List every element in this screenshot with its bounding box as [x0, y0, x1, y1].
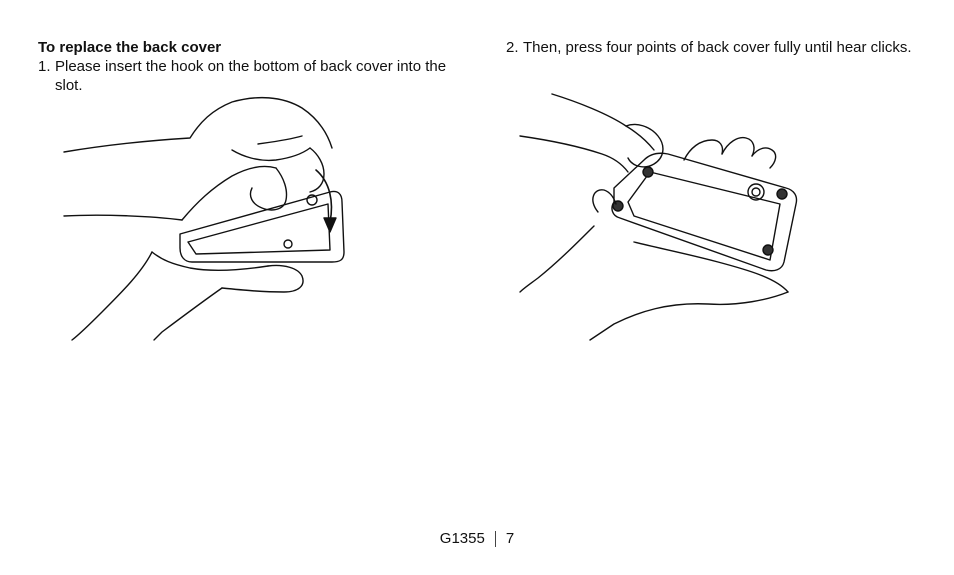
model-number: G1355 — [439, 530, 485, 548]
step-1: 1. Please insert the hook on the bottom … — [38, 57, 468, 95]
step-2-number: 2. — [506, 39, 519, 56]
press-points-illustration — [519, 93, 798, 341]
step-2-text: Then, press four points of back cover fu… — [523, 39, 912, 56]
section-heading: To replace the back cover — [38, 39, 222, 56]
insert-hook-illustration — [63, 96, 345, 341]
page-footer: G1355 7 — [0, 530, 954, 548]
page-number: 7 — [505, 530, 515, 548]
step-1-text: Please insert the hook on the bottom of … — [55, 58, 447, 94]
step-1-number: 1. — [38, 58, 51, 75]
footer-divider — [494, 531, 496, 548]
step-2: 2. Then, press four points of back cover… — [506, 38, 926, 57]
right-column: 2. Then, press four points of back cover… — [506, 38, 926, 57]
left-column: To replace the back cover 1. Please inse… — [38, 38, 468, 95]
